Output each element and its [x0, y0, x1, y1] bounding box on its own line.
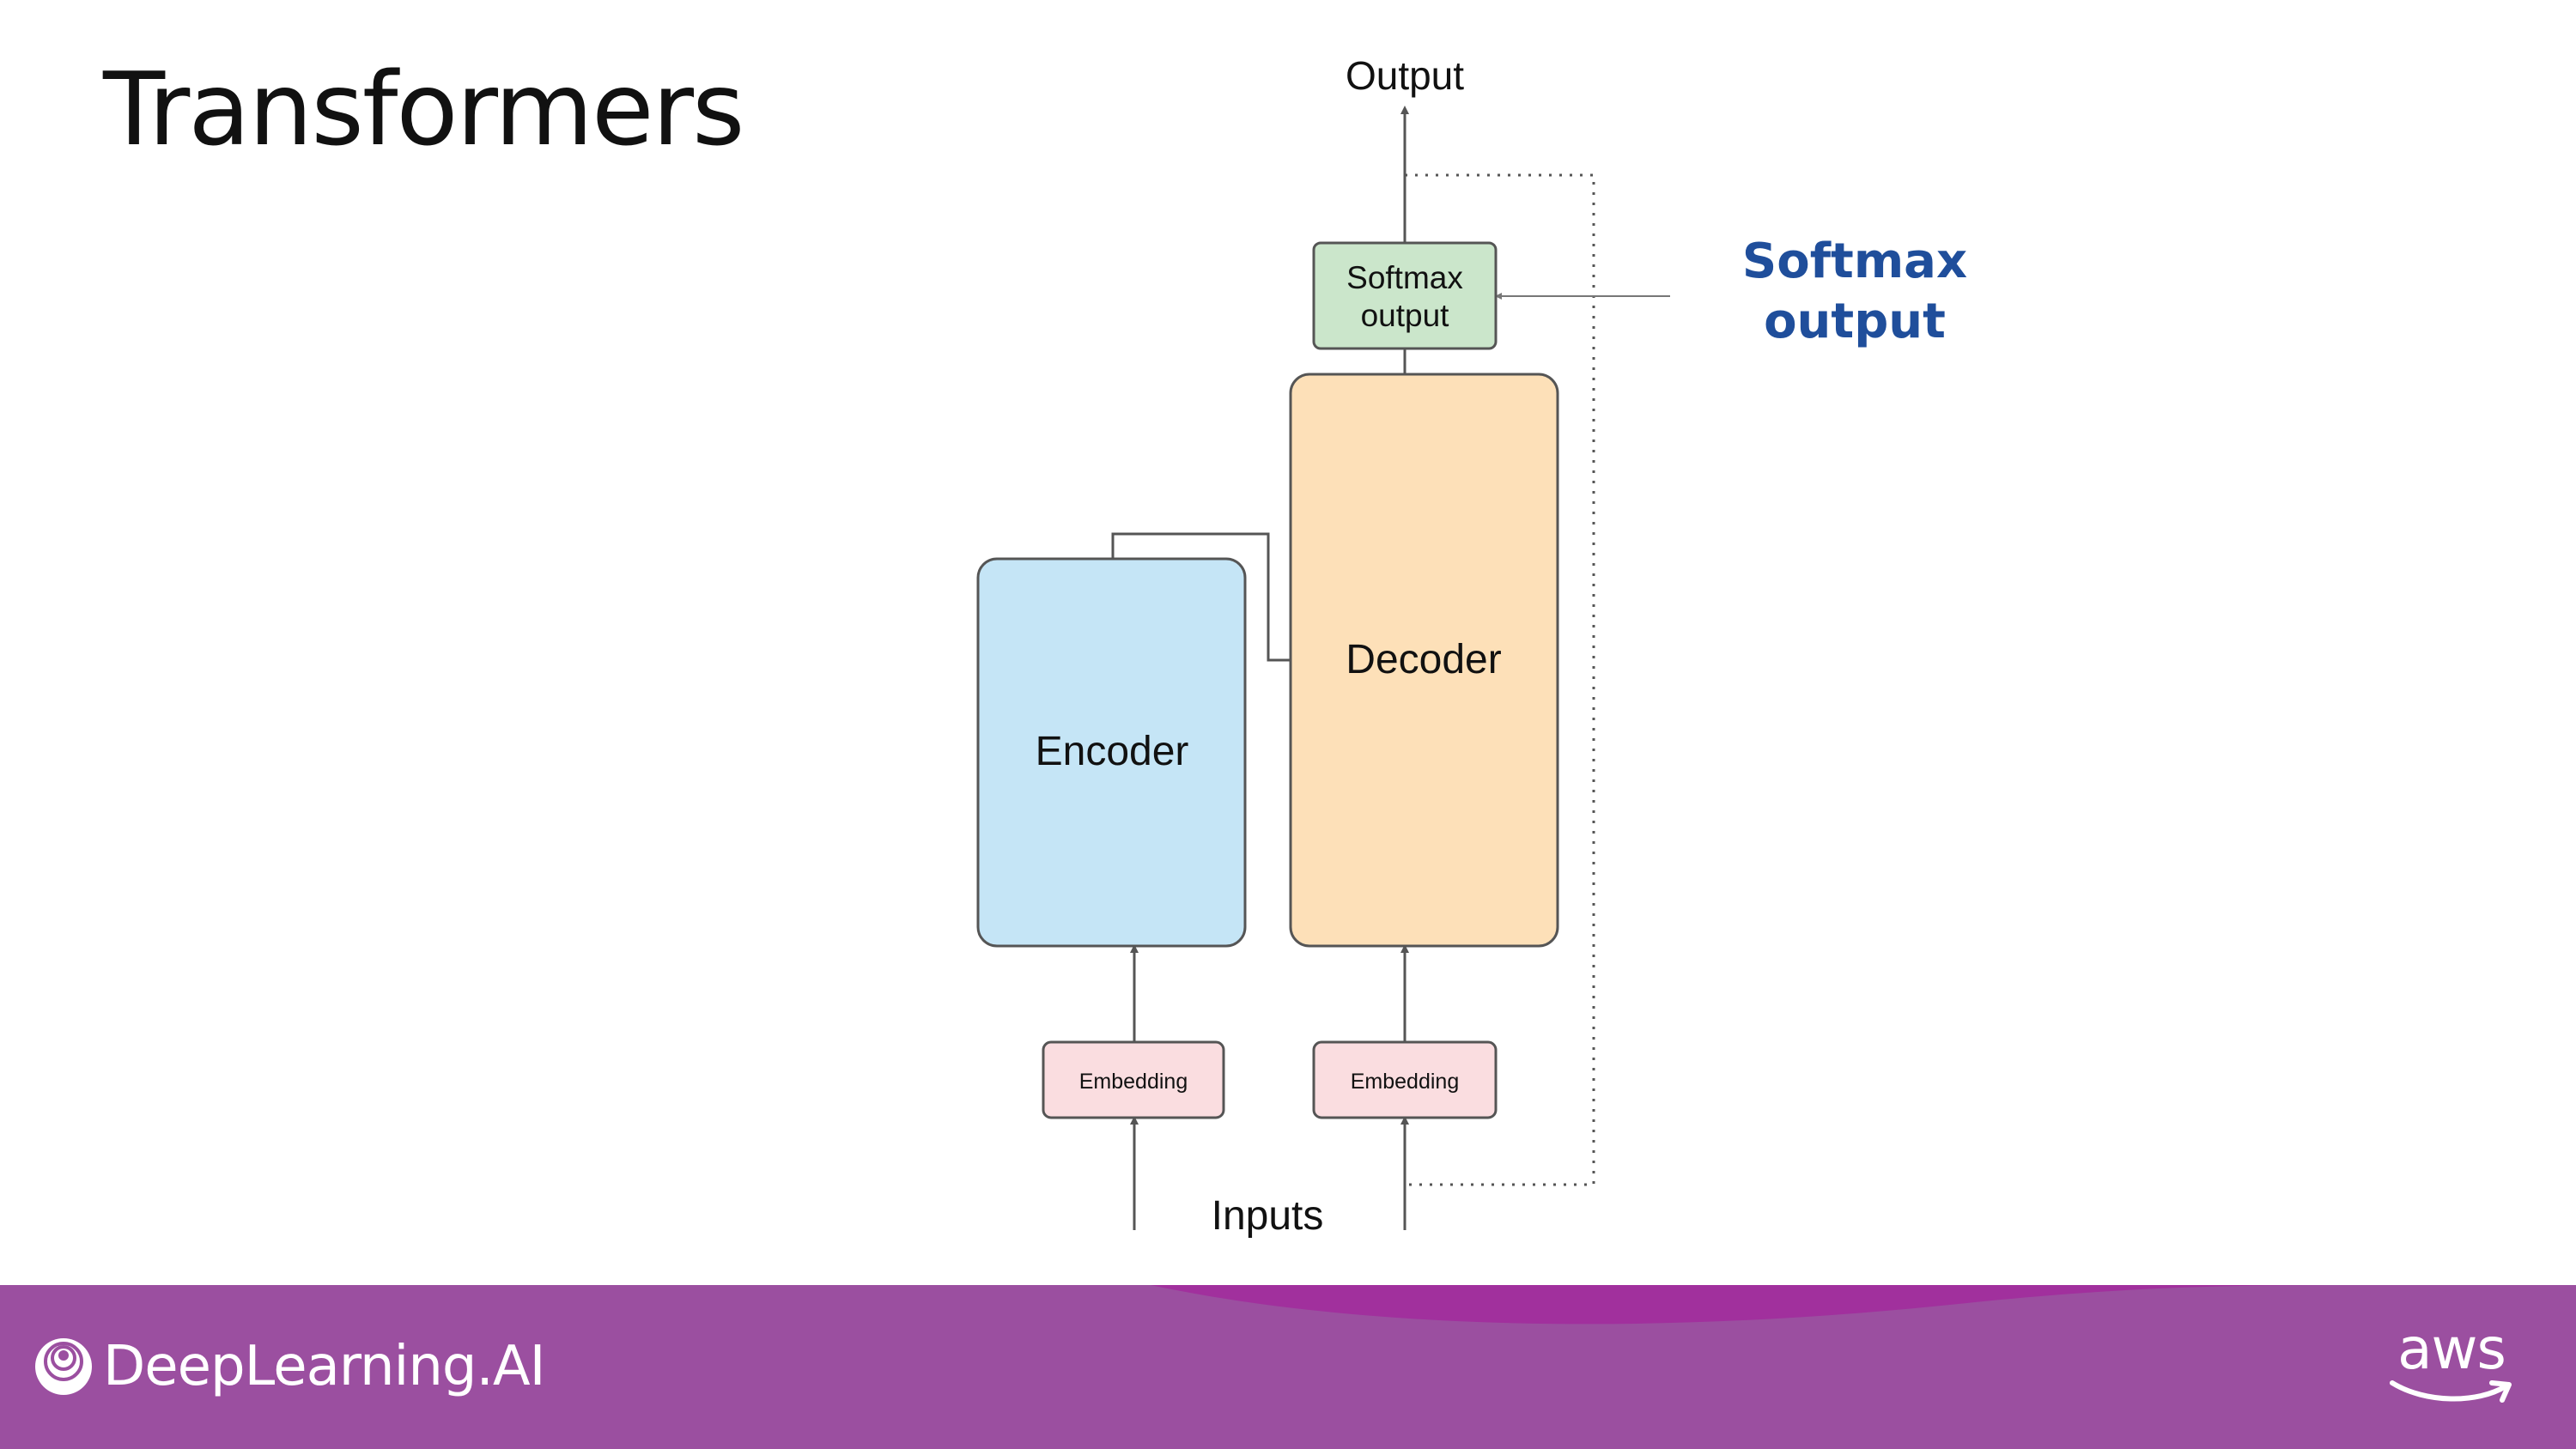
footer-wave — [1151, 1285, 2361, 1325]
decoder-block: Decoder — [1289, 373, 1559, 948]
embedding-box-left: Embedding — [1042, 1040, 1225, 1119]
slide-title: Transformers — [103, 50, 745, 168]
embedding-box-right: Embedding — [1312, 1040, 1498, 1119]
callout-line2: output — [1764, 294, 1946, 349]
aws-logo: aws — [2387, 1321, 2516, 1411]
brand: DeepLearning.AI — [33, 1335, 545, 1398]
deeplearning-ai-logo-icon — [35, 1338, 92, 1395]
softmax-output-box: Softmax output — [1312, 241, 1498, 350]
encoder-label: Encoder — [1036, 729, 1189, 774]
output-label: Output — [1346, 53, 1464, 98]
aws-smile-icon — [2390, 1380, 2512, 1403]
brand-name: DeepLearning.AI — [103, 1335, 545, 1398]
embedding-right-label: Embedding — [1351, 1070, 1459, 1094]
footer-bar: DeepLearning.AI aws — [0, 1285, 2576, 1449]
softmax-callout: Softmax output — [1709, 232, 2001, 352]
callout-line1: Softmax — [1741, 233, 1968, 289]
encoder-to-decoder-connector — [1111, 532, 1291, 662]
encoder-block: Encoder — [976, 557, 1247, 948]
decoder-label: Decoder — [1346, 637, 1501, 682]
softmax-box-line2: output — [1361, 298, 1450, 333]
embedding-left-label: Embedding — [1079, 1070, 1188, 1094]
softmax-box-line1: Softmax — [1346, 260, 1463, 295]
inputs-label: Inputs — [1212, 1193, 1324, 1239]
transformer-diagram: Softmax output Decoder Encoder Embedding… — [976, 53, 1670, 1239]
aws-wordmark: aws — [2397, 1316, 2506, 1382]
feedback-loop-dotted-line — [1405, 173, 1595, 1186]
